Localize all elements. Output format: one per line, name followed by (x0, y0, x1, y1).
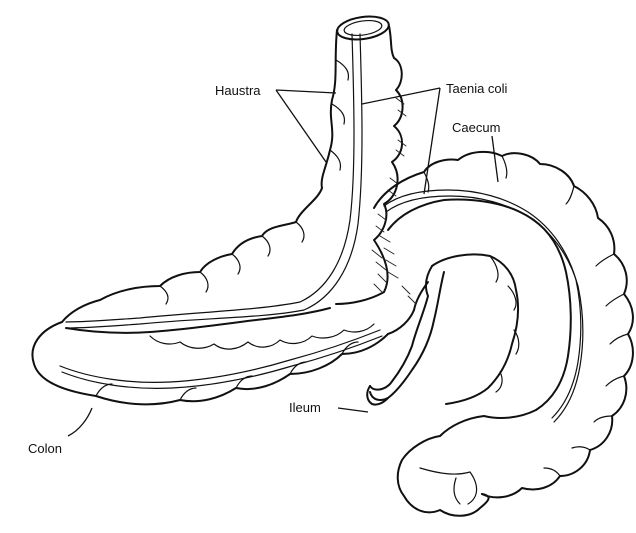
ileum-leader (338, 408, 368, 412)
crease (594, 416, 612, 422)
lower-taenia-b (62, 336, 382, 388)
label-ileum: Ileum (289, 400, 321, 415)
label-haustra: Haustra (215, 83, 261, 98)
transverse-colon (32, 308, 414, 404)
crease (330, 150, 341, 170)
colon-leader (68, 408, 92, 436)
taenia-band-right (66, 34, 362, 328)
crease (232, 254, 240, 274)
leader-lines (68, 88, 498, 436)
crease (502, 156, 507, 178)
crease (262, 236, 270, 256)
crease (544, 468, 560, 476)
caecum-outer-wall (374, 152, 633, 497)
haustra-leader-b (276, 90, 326, 162)
crease (296, 222, 304, 242)
crease (332, 104, 345, 124)
label-taenia-coli: Taenia coli (446, 81, 508, 96)
crease (606, 376, 624, 386)
caecum-leader (492, 136, 498, 182)
shading-hatch (372, 98, 406, 292)
crease (180, 388, 196, 400)
haustra-leader-a (276, 90, 336, 93)
caecum-colon (367, 152, 633, 516)
label-caecum: Caecum (452, 120, 500, 135)
lower-haustra (150, 324, 374, 349)
caecum-inner-loop (432, 254, 518, 404)
ascending-colon (62, 13, 406, 328)
crease (566, 186, 574, 204)
upper-right-wall (336, 26, 403, 304)
crease (572, 447, 590, 450)
caecum-taenia-b (386, 196, 583, 422)
taenia-band-left (66, 34, 354, 322)
upper-left-wall (62, 30, 337, 322)
crease (610, 334, 628, 344)
caecum-tail (398, 410, 536, 516)
tail-crease (454, 478, 460, 504)
caecum-taenia-a (384, 190, 581, 418)
crease (336, 60, 349, 80)
crease (596, 254, 614, 266)
label-colon: Colon (28, 441, 62, 456)
tail-fold (420, 468, 477, 504)
tube-opening (336, 13, 391, 42)
crease (236, 376, 252, 388)
crease (96, 384, 112, 396)
tube-opening-inner (343, 18, 383, 37)
inner-loop-haustra (490, 256, 519, 392)
crease (606, 294, 624, 306)
lower-taenia-a (60, 330, 380, 382)
crease (160, 286, 168, 304)
taenia-leader-b (424, 88, 440, 194)
crease (200, 272, 208, 292)
